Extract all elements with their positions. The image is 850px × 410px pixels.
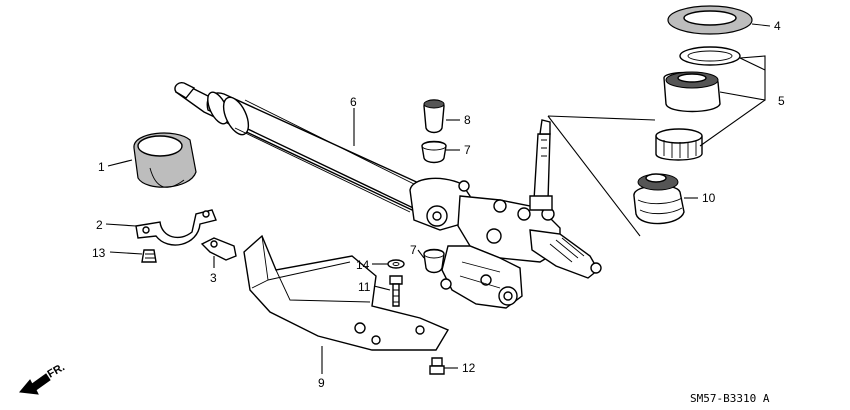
diagram-code: SM57-B3310 A bbox=[690, 392, 770, 405]
callout-leaders bbox=[105, 108, 698, 374]
part-8-bushing[interactable] bbox=[423, 99, 445, 134]
callout-8: 8 bbox=[464, 113, 471, 127]
callout-7-upper: 7 bbox=[464, 143, 471, 157]
rack-housing[interactable] bbox=[174, 82, 435, 218]
part-13-bolt[interactable] bbox=[141, 249, 157, 263]
callout-11: 11 bbox=[358, 280, 371, 294]
callout-bracket bbox=[699, 55, 766, 147]
part-7-cap-upper[interactable] bbox=[421, 140, 447, 164]
part-5-bearing-set[interactable] bbox=[655, 46, 741, 161]
gear-box[interactable] bbox=[409, 177, 602, 309]
part-9-shield[interactable] bbox=[243, 234, 450, 351]
callout-14: 14 bbox=[356, 258, 370, 272]
part-3-clip[interactable] bbox=[200, 237, 237, 261]
callout-12: 12 bbox=[462, 361, 476, 375]
part-2-bracket[interactable] bbox=[135, 209, 217, 246]
leader-line bbox=[547, 115, 656, 121]
callout-6: 6 bbox=[350, 95, 357, 109]
front-direction-label: FR. bbox=[46, 361, 67, 380]
part-7-cap-lower[interactable] bbox=[423, 248, 445, 274]
part-14-washer[interactable] bbox=[387, 259, 405, 269]
callout-4: 4 bbox=[774, 19, 781, 33]
callout-7-lower: 7 bbox=[410, 243, 417, 257]
callout-10: 10 bbox=[702, 191, 716, 205]
callout-3: 3 bbox=[210, 271, 217, 285]
part-4-dust-seal[interactable] bbox=[667, 5, 771, 35]
callout-5: 5 bbox=[778, 94, 785, 108]
part-11-bolt[interactable] bbox=[389, 275, 403, 307]
front-direction-arrow: FR. bbox=[19, 361, 67, 395]
callout-2: 2 bbox=[96, 218, 103, 232]
part-10-boot[interactable] bbox=[633, 173, 685, 225]
callout-1: 1 bbox=[98, 160, 105, 174]
part-1-mounting-cushion[interactable] bbox=[133, 132, 197, 188]
part-12-bolt[interactable] bbox=[429, 357, 445, 375]
callout-13: 13 bbox=[92, 246, 106, 260]
pinion-shaft[interactable] bbox=[529, 119, 553, 211]
callout-9: 9 bbox=[318, 376, 325, 390]
leader-line bbox=[547, 115, 641, 237]
